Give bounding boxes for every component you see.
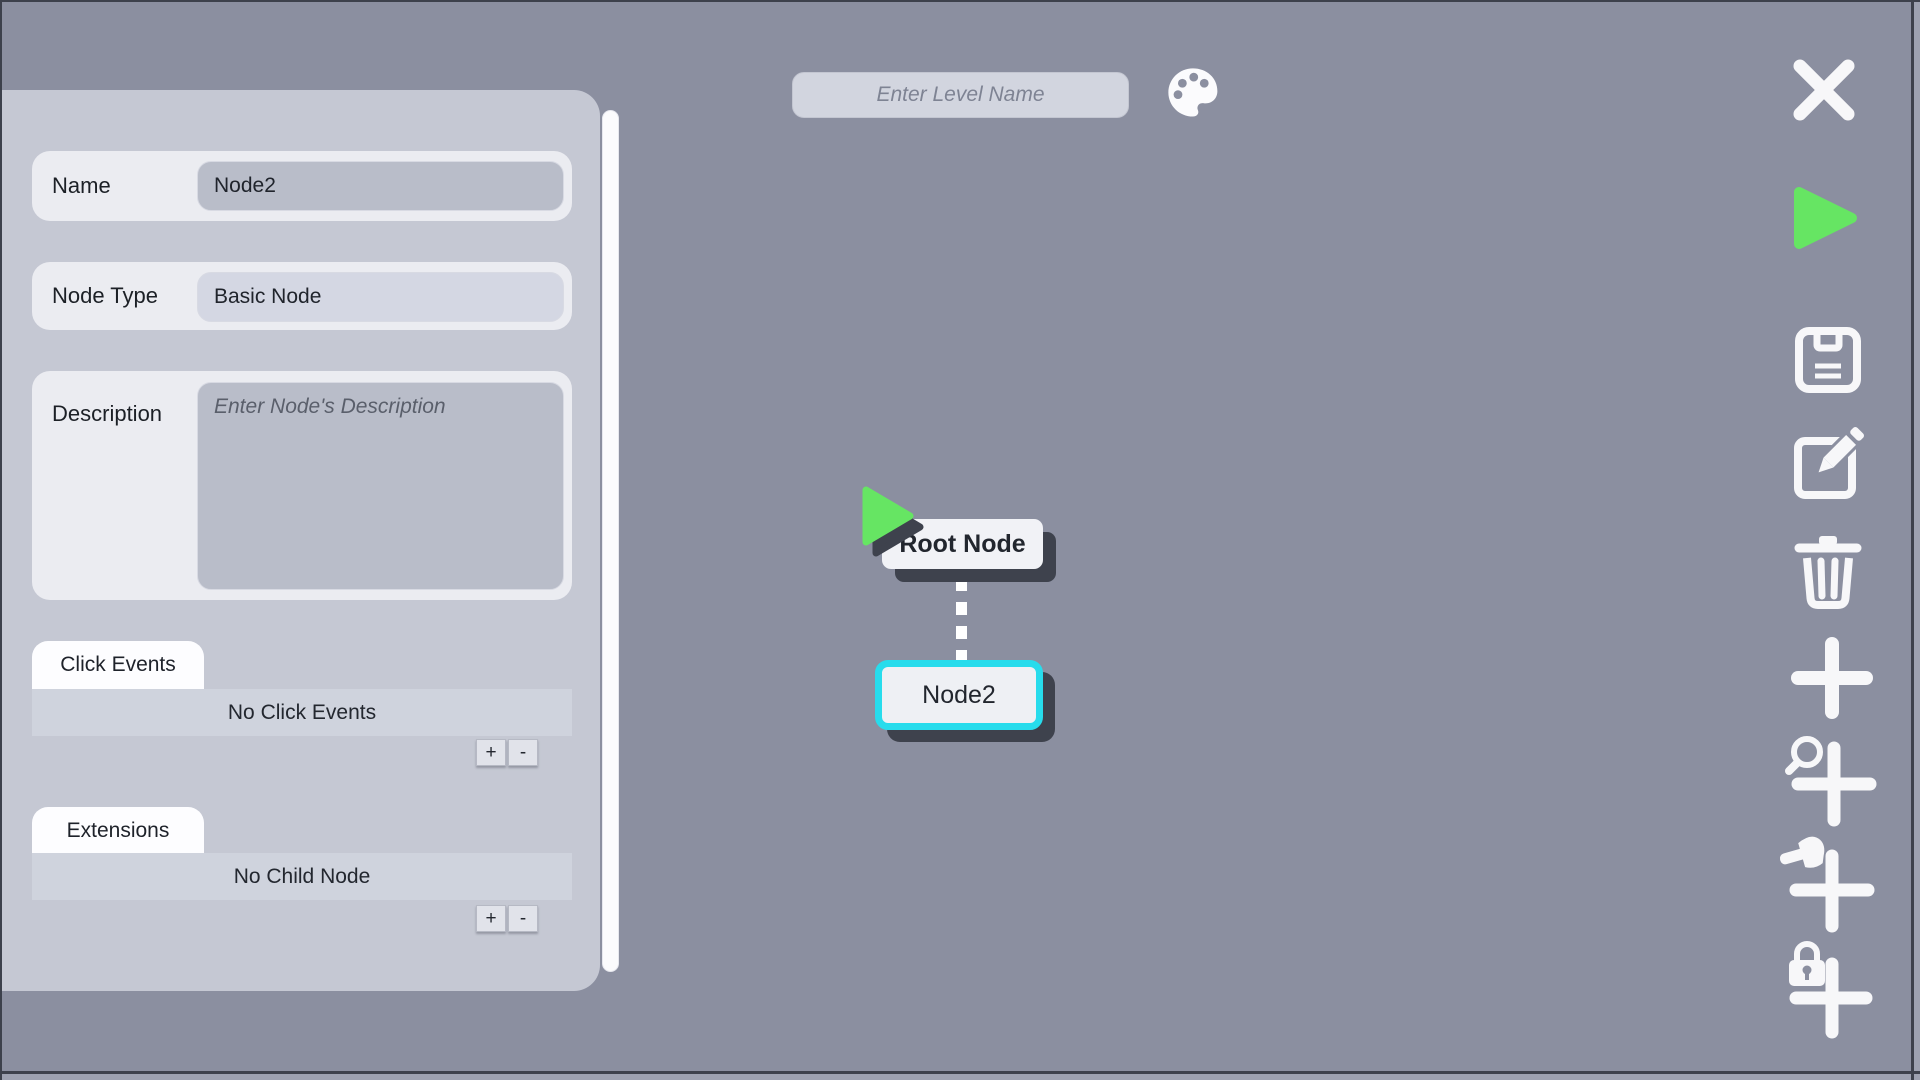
tab-extensions[interactable]: Extensions (32, 807, 204, 855)
edit-icon (1794, 422, 1869, 499)
level-name-input[interactable] (792, 72, 1129, 118)
edit-button[interactable] (1792, 422, 1869, 501)
extensions-empty-state: No Child Node (32, 853, 572, 900)
delete-button[interactable] (1794, 534, 1862, 612)
node-type-field-row: Node Type (32, 262, 572, 330)
inspector-scrollbar[interactable] (602, 110, 619, 972)
description-textarea[interactable] (197, 382, 564, 590)
click-events-empty-state: No Click Events (32, 689, 572, 736)
trash-icon (1794, 536, 1862, 609)
zoom-add-icon (1785, 736, 1877, 827)
close-button[interactable] (1792, 59, 1856, 121)
close-icon (1793, 59, 1855, 121)
name-input[interactable] (197, 161, 564, 211)
window-frame-edge (1911, 2, 1914, 1080)
drag-add-icon (1779, 836, 1875, 933)
palette-button[interactable] (1164, 64, 1220, 120)
play-icon (1794, 187, 1857, 249)
node-connector-dashed-line (956, 578, 967, 666)
description-label: Description (52, 401, 163, 426)
node-inspector-panel: Name Node Type Description Click Events … (2, 90, 600, 991)
node-node2-selected[interactable]: Node2 (875, 660, 1043, 730)
drag-add-node-button[interactable] (1779, 836, 1880, 936)
window-frame-edge (2, 1071, 1920, 1074)
click-events-remove-button[interactable]: - (508, 739, 538, 766)
node-type-input[interactable] (197, 272, 564, 322)
lock-add-icon (1789, 941, 1873, 1039)
description-field-row: Description (32, 371, 572, 600)
tab-click-events[interactable]: Click Events (32, 641, 204, 689)
node-type-label: Node Type (52, 283, 159, 308)
window-frame-edge (1914, 2, 1920, 1080)
zoom-add-node-button[interactable] (1780, 730, 1880, 830)
play-button[interactable] (1792, 185, 1860, 251)
add-node-icon (1791, 637, 1873, 719)
add-node-button[interactable] (1791, 637, 1873, 719)
extensions-remove-button[interactable]: - (508, 905, 538, 932)
root-node-play-icon[interactable] (858, 482, 924, 557)
click-events-add-button[interactable]: + (476, 739, 506, 766)
extensions-add-button[interactable]: + (476, 905, 506, 932)
window-frame-edge (2, 1074, 1920, 1080)
name-label: Name (52, 173, 111, 198)
save-icon (1795, 327, 1861, 393)
save-button[interactable] (1794, 326, 1862, 394)
palette-icon (1168, 68, 1218, 117)
lock-add-node-button[interactable] (1780, 936, 1880, 1040)
name-field-row: Name (32, 151, 572, 221)
